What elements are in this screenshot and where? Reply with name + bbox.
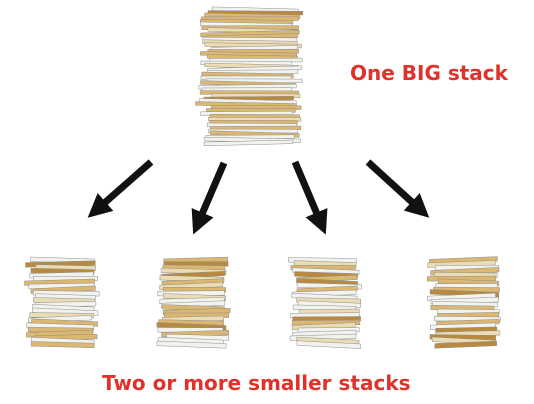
arrow-4-down-arrow-icon	[365, 159, 430, 218]
paper-sheet	[30, 341, 95, 349]
paper-sheet	[434, 340, 497, 349]
small-paper-stack-icon-1	[24, 256, 100, 349]
paper-sheet	[296, 340, 361, 349]
arrow-3-down-arrow-icon	[291, 160, 328, 235]
paper-sheet	[156, 340, 227, 349]
paper-sheet	[161, 278, 225, 287]
small-paper-stack-icon-4	[426, 256, 501, 349]
paper-sheet	[203, 139, 294, 147]
small-stacks-label: Two or more smaller stacks	[102, 371, 411, 395]
big-paper-stack-icon	[195, 6, 304, 147]
small-paper-stack-icon-3	[288, 257, 362, 349]
arrow-2-down-arrow-icon	[191, 161, 228, 235]
arrow-1-down-arrow-icon	[87, 159, 154, 218]
big-stack-label: One BIG stack	[350, 61, 508, 85]
small-paper-stack-icon-2	[156, 256, 231, 349]
